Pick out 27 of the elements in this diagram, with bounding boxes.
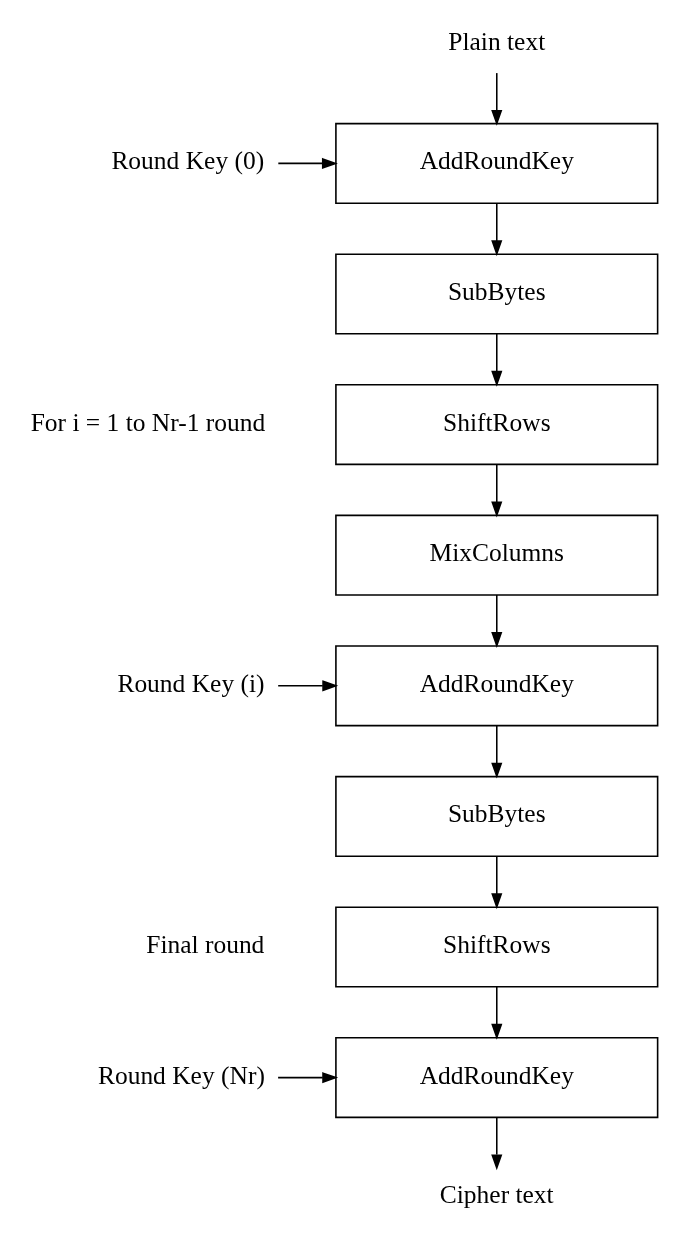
node-text: Round Key (Nr) — [97, 1060, 265, 1090]
arrow — [491, 724, 503, 779]
label: Final round — [146, 930, 265, 960]
node-text: Plain text — [448, 27, 546, 56]
node-box: AddRoundKey — [335, 1037, 659, 1119]
node-box: SubBytes — [335, 253, 659, 335]
node-box: SubBytes — [335, 775, 659, 857]
arrow — [491, 202, 503, 257]
arrow — [491, 986, 503, 1040]
arrow — [491, 333, 503, 387]
arrow — [491, 594, 503, 648]
node-box: AddRoundKey — [335, 645, 659, 727]
node-box: MixColumns — [335, 514, 659, 596]
node-text: Round Key (i) — [117, 668, 265, 698]
node-text: Cipher text — [439, 1180, 554, 1210]
node-box: ShiftRows — [335, 384, 659, 466]
node-box: ShiftRows — [335, 906, 659, 988]
node-box: AddRoundKey — [335, 122, 659, 204]
arrow — [491, 1117, 503, 1171]
node-text: Round Key (0) — [111, 146, 265, 176]
arrow — [277, 680, 339, 692]
arrow — [491, 855, 503, 910]
arrow — [491, 463, 503, 518]
arrow — [277, 1072, 339, 1084]
arrow — [491, 72, 503, 126]
label: For i = 1 to Nr-1 round — [30, 407, 266, 437]
arrow — [277, 157, 338, 169]
